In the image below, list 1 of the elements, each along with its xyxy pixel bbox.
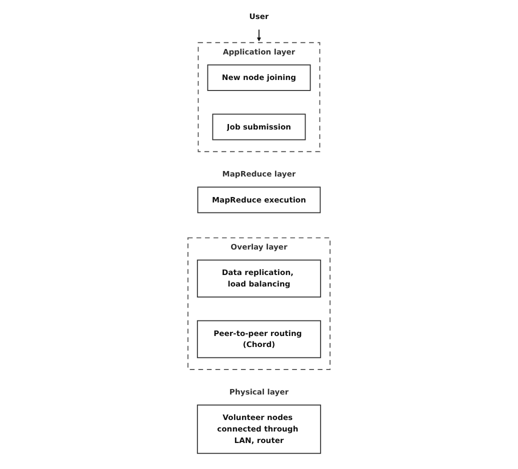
arrow bbox=[256, 28, 262, 42]
